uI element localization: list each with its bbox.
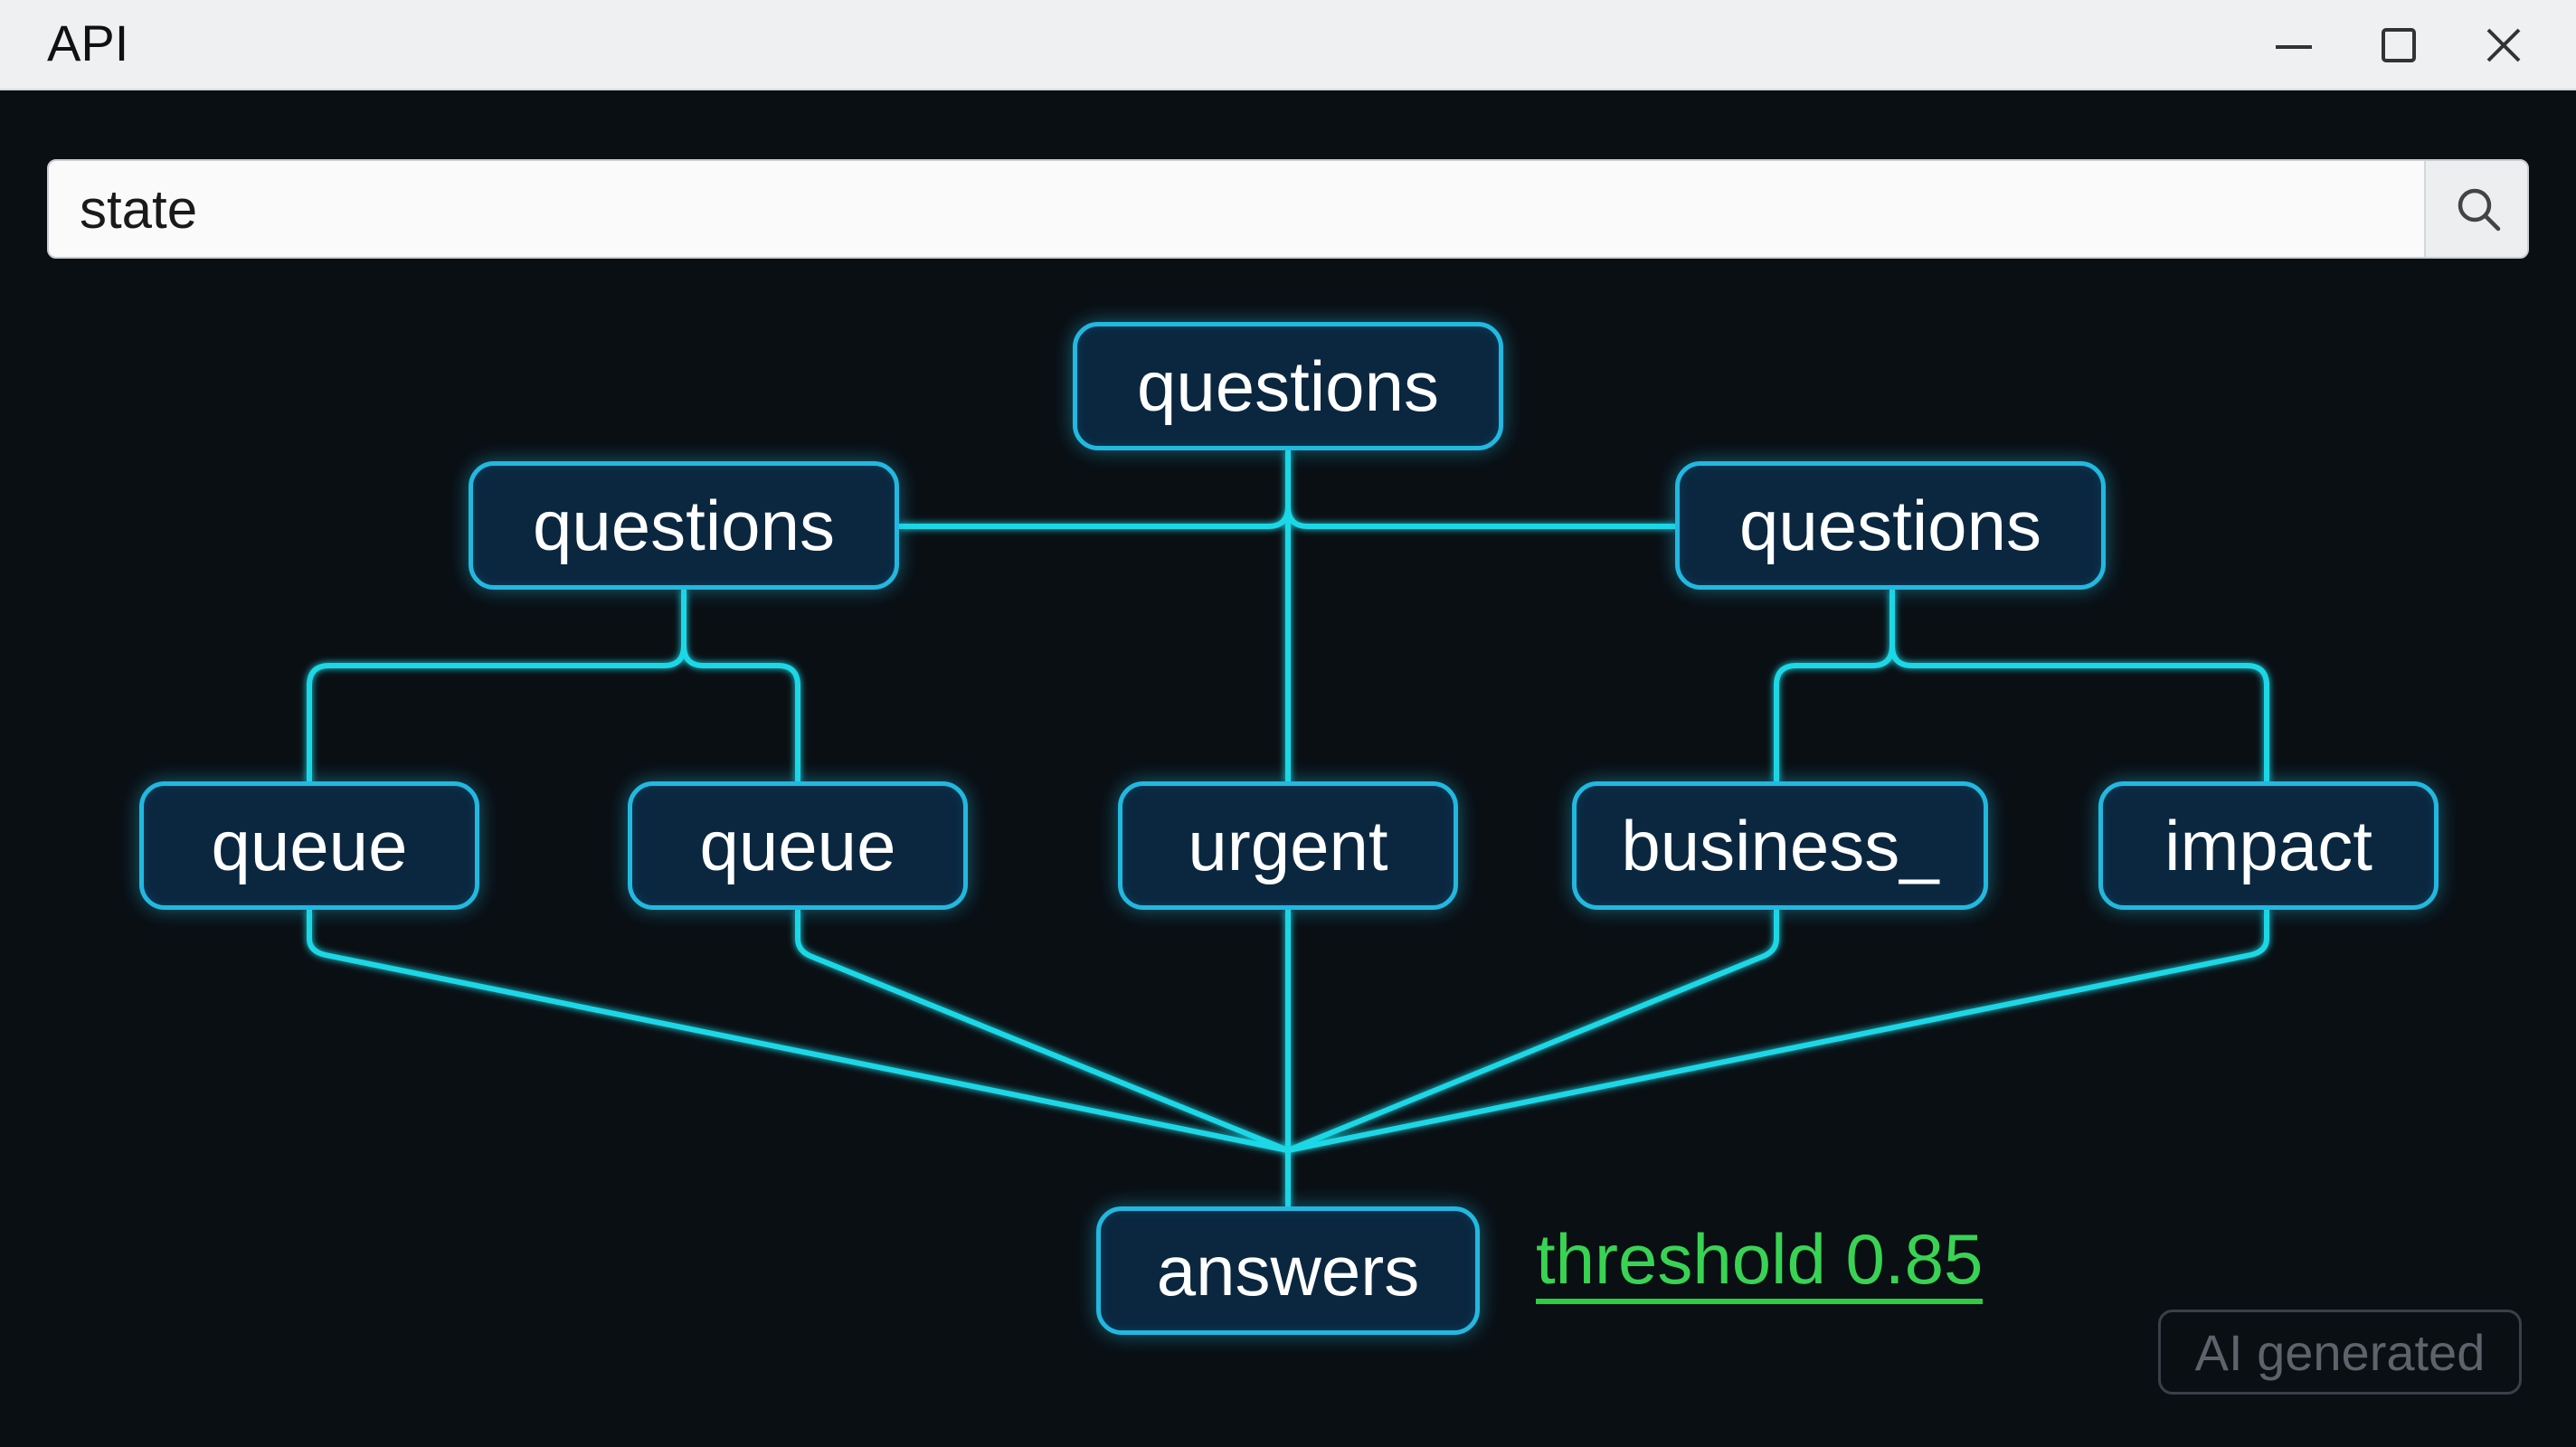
node-leaf-urgent[interactable]: urgent	[1118, 781, 1458, 910]
node-leaf-business[interactable]: business_	[1572, 781, 1988, 910]
edge-impact-answers	[1287, 910, 2269, 1153]
maximize-button[interactable]	[2359, 13, 2439, 78]
search-icon	[2458, 188, 2501, 232]
node-branch-questions-right[interactable]: questions	[1675, 461, 2106, 590]
edge-left-queue1	[307, 590, 687, 783]
minimize-icon	[2276, 45, 2312, 49]
close-icon	[2486, 28, 2521, 62]
edge-root-left	[899, 450, 1291, 529]
title-bar: API	[0, 0, 2576, 90]
search-button[interactable]	[2424, 161, 2527, 257]
search-input[interactable]	[49, 161, 2422, 257]
close-button[interactable]	[2464, 13, 2543, 78]
window-title: API	[47, 14, 129, 71]
node-sink-answers[interactable]: answers	[1096, 1206, 1480, 1335]
node-leaf-queue-2[interactable]: queue	[628, 781, 968, 910]
threshold-link[interactable]: threshold 0.85	[1536, 1221, 1984, 1304]
ai-generated-badge: AI generated	[2158, 1310, 2522, 1395]
edge-right-business	[1774, 590, 1895, 783]
minimize-button[interactable]	[2254, 13, 2334, 78]
edge-queue1-answers	[307, 910, 1289, 1153]
node-branch-questions-left[interactable]: questions	[469, 461, 899, 590]
edge-left-queue2	[681, 590, 800, 783]
search-bar	[47, 159, 2529, 259]
edge-root-right	[1285, 450, 1675, 529]
node-leaf-impact[interactable]: impact	[2098, 781, 2439, 910]
edge-right-impact	[1889, 590, 2269, 783]
node-leaf-queue-1[interactable]: queue	[139, 781, 479, 910]
edge-queue2-answers	[795, 910, 1290, 1153]
edge-business-answers	[1286, 910, 1779, 1153]
node-root-questions[interactable]: questions	[1073, 322, 1503, 450]
maximize-icon	[2382, 28, 2416, 62]
